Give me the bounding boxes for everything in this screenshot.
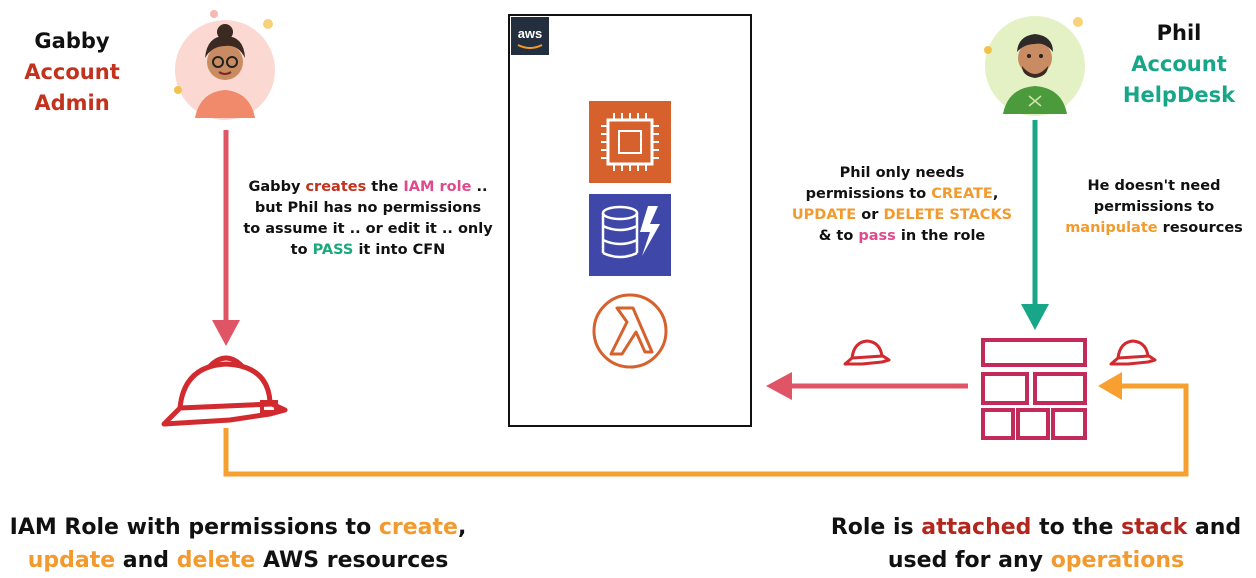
aws-logo-text: aws xyxy=(518,26,543,41)
note-text: it into CFN xyxy=(353,242,446,258)
gabby-avatar xyxy=(174,10,275,120)
note-text: Gabby xyxy=(248,179,306,195)
note-highlight: PASS xyxy=(312,242,354,258)
note-highlight: IAM role xyxy=(403,179,472,195)
note-text: the xyxy=(366,179,404,195)
note-text: in the role xyxy=(895,228,986,244)
gabby-role-line2: Admin xyxy=(34,91,110,115)
note-highlight: manipulate xyxy=(1065,220,1158,236)
phil-permissions-note: Phil only needs permissions to CREATE, U… xyxy=(770,163,1034,247)
lambda-icon xyxy=(592,293,668,369)
note-text: , xyxy=(992,186,999,202)
phil-no-resource-note: He doesn't need permissions to manipulat… xyxy=(1062,176,1246,239)
caption-highlight: stack xyxy=(1121,515,1188,540)
note-text: & to xyxy=(818,228,859,244)
phil-avatar xyxy=(984,16,1085,116)
stack-to-resources-arrow xyxy=(766,372,968,400)
small-hardhat-icon xyxy=(1109,339,1157,366)
small-hardhat-icon xyxy=(843,339,891,366)
note-text: but Phil has no permissions xyxy=(254,200,482,216)
note-highlight: pass xyxy=(858,228,896,244)
iam-role-hardhat-icon xyxy=(161,355,288,427)
caption-highlight: delete xyxy=(176,548,256,573)
iam-role-caption: IAM Role with permissions to create, upd… xyxy=(8,511,468,577)
role-to-stack-arrow xyxy=(223,372,1189,477)
phil-role-line2: HelpDesk xyxy=(1122,83,1236,107)
caption-highlight: create xyxy=(378,515,458,540)
note-text: permissions to xyxy=(805,186,932,202)
caption-text: IAM Role with permissions to xyxy=(9,515,379,540)
caption-text: AWS resources xyxy=(255,548,449,573)
phil-role-line1: Account xyxy=(1131,52,1227,76)
note-text: .. xyxy=(471,179,488,195)
note-highlight: creates xyxy=(305,179,367,195)
caption-text: and xyxy=(1187,515,1242,540)
caption-text: to the xyxy=(1031,515,1122,540)
stack-role-caption: Role is attached to the stack and used f… xyxy=(826,511,1246,577)
note-highlight: UPDATE xyxy=(791,207,857,223)
gabby-role-line1: Account xyxy=(24,60,120,84)
caption-text: used for any xyxy=(887,548,1051,573)
phil-to-stack-arrow xyxy=(1021,120,1049,330)
note-highlight: DELETE STACKS xyxy=(883,207,1013,223)
note-text: to xyxy=(290,242,313,258)
phil-label: Phil Account HelpDesk xyxy=(1112,18,1246,111)
caption-text: , xyxy=(457,515,467,540)
phil-name: Phil xyxy=(1156,21,1202,45)
gabby-label: Gabby Account Admin xyxy=(18,26,126,119)
note-text: permissions to xyxy=(1093,199,1215,215)
note-text: Phil only needs xyxy=(839,165,965,181)
caption-highlight: operations xyxy=(1050,548,1185,573)
dynamodb-icon xyxy=(589,194,671,276)
note-text: He doesn't need xyxy=(1087,178,1221,194)
gabby-to-role-arrow xyxy=(212,130,240,346)
note-text: or xyxy=(856,207,884,223)
note-text: resources xyxy=(1157,220,1243,236)
gabby-note: Gabby creates the IAM role .. but Phil h… xyxy=(236,177,500,261)
caption-text: Role is xyxy=(830,515,922,540)
gabby-name: Gabby xyxy=(34,29,110,53)
caption-highlight: attached xyxy=(921,515,1032,540)
aws-logo: aws xyxy=(511,17,549,55)
caption-text: and xyxy=(115,548,177,573)
caption-highlight: update xyxy=(27,548,116,573)
note-text: to assume it .. or edit it .. only xyxy=(243,221,493,237)
note-highlight: CREATE xyxy=(931,186,993,202)
cloudformation-stack-icon xyxy=(981,338,1087,440)
ec2-icon xyxy=(589,101,671,183)
